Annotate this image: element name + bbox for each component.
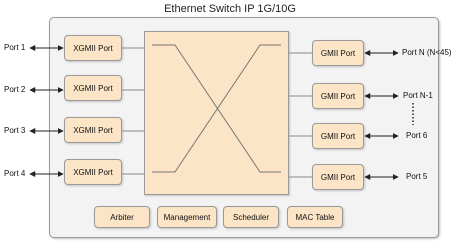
scheduler-block: Scheduler <box>223 206 279 228</box>
port-label-n-1: Port N-1 <box>403 91 433 100</box>
port-label-5: Port 5 <box>406 172 428 181</box>
xgmii-port-block-3: XGMII Port <box>64 117 122 143</box>
diagram-title: Ethernet Switch IP 1G/10G <box>164 3 296 15</box>
port-label-1: Port 1 <box>4 43 26 52</box>
switch-fabric <box>144 31 289 195</box>
xgmii-port-block-1: XGMII Port <box>64 35 122 61</box>
arbiter-block: Arbiter <box>94 206 150 228</box>
port-label-4: Port 4 <box>4 169 26 178</box>
port-label-3: Port 3 <box>4 126 26 135</box>
xgmii-port-block-4: XGMII Port <box>64 159 122 185</box>
gmii-port-block-n-1: GMII Port <box>312 83 364 109</box>
xgmii-port-block-2: XGMII Port <box>64 75 122 101</box>
port-label-n: Port N (N<45) <box>402 48 452 57</box>
port-label-2: Port 2 <box>4 85 26 94</box>
port-label-6: Port 6 <box>406 131 428 140</box>
gmii-port-block-n: GMII Port <box>312 40 364 66</box>
crossbar-lines <box>152 44 281 173</box>
mac-table-block: MAC Table <box>287 206 343 228</box>
management-block: Management <box>157 206 217 228</box>
gmii-port-block-6: GMII Port <box>312 123 364 149</box>
gmii-port-block-5: GMII Port <box>312 164 364 190</box>
